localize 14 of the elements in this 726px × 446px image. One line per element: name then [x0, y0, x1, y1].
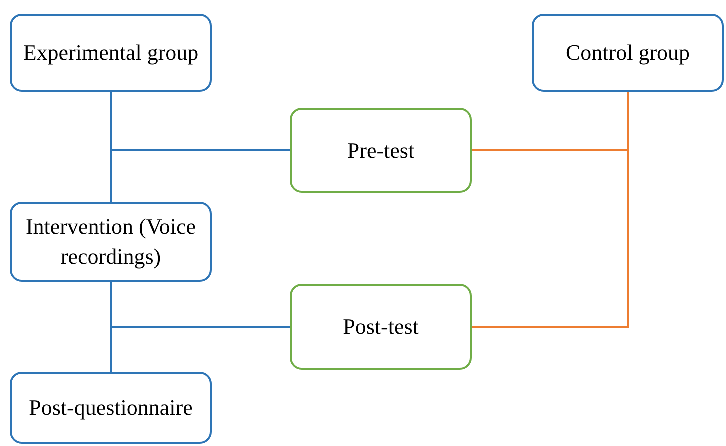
process-box	[10, 202, 212, 282]
process-box	[10, 372, 212, 444]
node-label: Intervention (Voice recordings)	[24, 213, 198, 271]
test-box	[290, 284, 472, 370]
test-box	[290, 108, 472, 193]
node-label: Experimental group	[23, 39, 199, 67]
group-box	[10, 14, 212, 92]
node-label: Control group	[566, 39, 690, 67]
node-label: Post-questionnaire	[29, 394, 193, 422]
group-box	[532, 14, 724, 92]
node-label: Pre-test	[347, 136, 415, 164]
connector-line	[472, 92, 629, 328]
node-label: Post-test	[343, 313, 419, 341]
connector-line	[110, 282, 112, 372]
